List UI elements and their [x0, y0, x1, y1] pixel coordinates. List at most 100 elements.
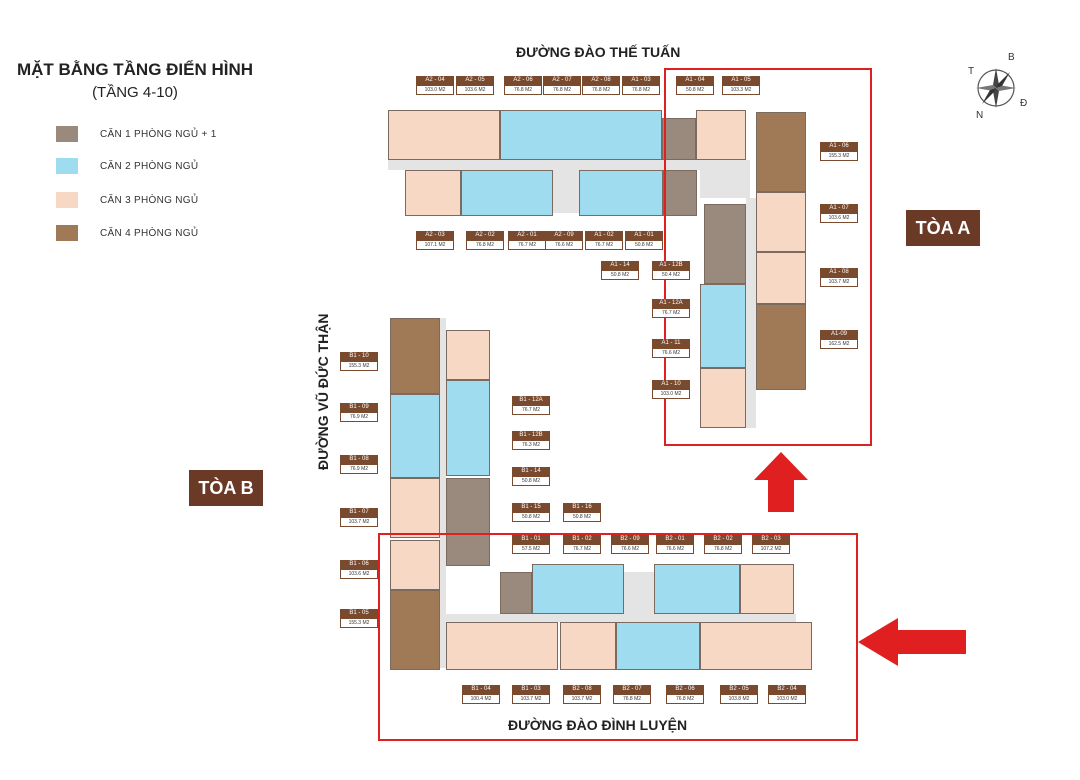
unit-code: B1 - 16: [563, 503, 601, 512]
unit-code: B1 - 01: [512, 535, 550, 544]
corridor: [446, 614, 796, 622]
compass-north-label: B: [1008, 52, 1015, 63]
legend-swatch: [56, 158, 78, 174]
unit-block: [663, 170, 697, 216]
unit-area: 50.8 M2: [512, 512, 550, 522]
unit-area: 76.6 M2: [656, 544, 694, 554]
unit-area: 76.8 M2: [543, 85, 581, 95]
unit-area: 76.8 M2: [504, 85, 542, 95]
unit-block: [756, 192, 806, 252]
unit-code: A1 - 12B: [652, 261, 690, 270]
unit-area: 107.2 M2: [752, 544, 790, 554]
unit-area: 103.7 M2: [820, 277, 858, 287]
unit-area: 155.3 M2: [820, 151, 858, 161]
plan-subtitle: (TẦNG 4-10): [92, 84, 178, 101]
unit-area: 76.8 M2: [613, 694, 651, 704]
unit-area: 103.6 M2: [456, 85, 494, 95]
unit-code: B1 - 15: [512, 503, 550, 512]
unit-code: B1 - 06: [340, 560, 378, 569]
unit-block: [446, 380, 490, 476]
unit-area: 50.8 M2: [512, 476, 550, 486]
unit-area: 103.3 M2: [722, 85, 760, 95]
unit-code: A1-09: [820, 330, 858, 339]
legend-label: CĂN 1 PHÒNG NGỦ + 1: [100, 128, 217, 140]
unit-block: [446, 330, 490, 380]
unit-code: B2 - 08: [563, 685, 601, 694]
compass-east-label: Đ: [1020, 98, 1028, 109]
unit-area: 76.3 M2: [512, 440, 550, 450]
unit-code: A1 - 07: [820, 204, 858, 213]
unit-area: 155.3 M2: [340, 618, 378, 628]
unit-block: [390, 318, 440, 394]
unit-code: A2 - 02: [466, 231, 504, 240]
unit-block: [560, 622, 616, 670]
unit-code: B2 - 03: [752, 535, 790, 544]
unit-area: 76.7 M2: [585, 240, 623, 250]
unit-area: 103.8 M2: [720, 694, 758, 704]
street-north: ĐƯỜNG ĐÀO THẾ TUẤN: [516, 44, 681, 60]
unit-code: B1 - 12B: [512, 431, 550, 440]
unit-code: B1 - 09: [340, 403, 378, 412]
unit-block: [390, 590, 440, 670]
unit-code: B1 - 12A: [512, 396, 550, 405]
tower-b-label: TÒA B: [189, 470, 263, 506]
unit-code: B2 - 05: [720, 685, 758, 694]
unit-area: 50.4 M2: [652, 270, 690, 280]
unit-code: A2 - 05: [456, 76, 494, 85]
unit-code: B2 - 09: [611, 535, 649, 544]
unit-area: 103.7 M2: [563, 694, 601, 704]
unit-code: A2 - 09: [545, 231, 583, 240]
unit-area: 103.0 M2: [652, 389, 690, 399]
core: [700, 170, 750, 198]
unit-code: B1 - 10: [340, 352, 378, 361]
unit-block: [390, 394, 440, 478]
unit-block: [662, 118, 696, 160]
unit-code: A1 - 11: [652, 339, 690, 348]
unit-code: A2 - 06: [504, 76, 542, 85]
unit-area: 103.7 M2: [512, 694, 550, 704]
unit-area: 57.5 M2: [512, 544, 550, 554]
legend-item-1br: CĂN 1 PHÒNG NGỦ + 1: [56, 124, 217, 144]
unit-code: A1 - 08: [820, 268, 858, 277]
unit-area: 50.8 M2: [625, 240, 663, 250]
unit-code: A1 - 06: [820, 142, 858, 151]
unit-area: 76.6 M2: [652, 348, 690, 358]
tower-a-highlight: [664, 68, 872, 446]
unit-block: [405, 170, 461, 216]
unit-code: B1 - 05: [340, 609, 378, 618]
unit-area: 103.6 M2: [340, 569, 378, 579]
unit-block: [696, 110, 746, 160]
legend-item-4br: CĂN 4 PHÒNG NGỦ: [56, 223, 198, 243]
compass-icon: [976, 68, 1016, 108]
unit-block: [532, 564, 624, 614]
legend-label: CĂN 4 PHÒNG NGỦ: [100, 227, 199, 239]
unit-block: [388, 110, 500, 160]
corridor: [746, 198, 756, 428]
unit-area: 155.3 M2: [340, 361, 378, 371]
unit-code: A1 - 14: [601, 261, 639, 270]
unit-block: [740, 564, 794, 614]
